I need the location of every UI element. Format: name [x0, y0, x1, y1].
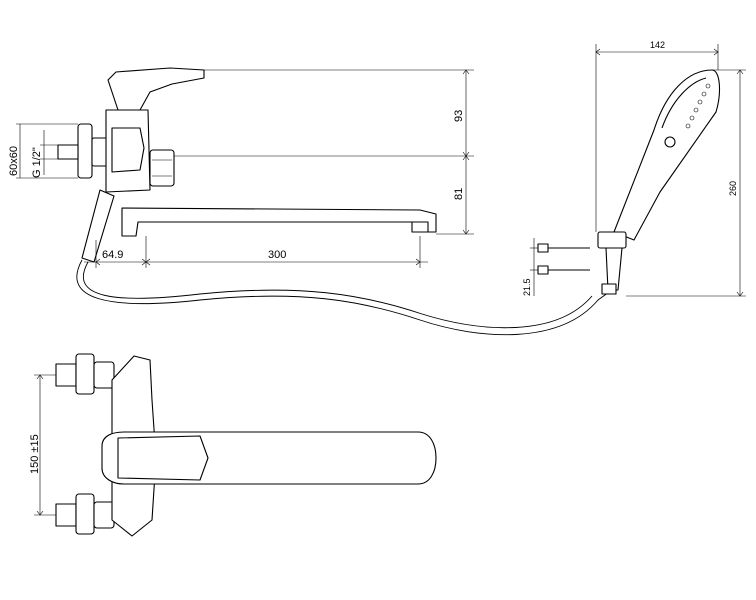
diverter-knob: [149, 149, 175, 187]
dim-shower-width: 142: [650, 40, 665, 50]
top-nut-lower: [93, 501, 115, 529]
shower-hose: [76, 259, 613, 336]
hose-nut: [601, 283, 617, 295]
dim-height-upper: 93: [453, 110, 465, 122]
spout: [121, 207, 437, 237]
dim-connection-square: 60x60: [8, 146, 20, 176]
aerator: [411, 221, 429, 233]
dim-spout-length: 300: [268, 249, 286, 261]
top-inlet-upper: [55, 363, 77, 387]
top-flange-lower: [75, 493, 95, 535]
dim-shower-length: 260: [728, 181, 738, 196]
shower-hose-inner: [82, 261, 593, 329]
inlet-pipe: [57, 144, 79, 160]
top-nut-upper: [93, 361, 115, 389]
shower-handle: [613, 69, 721, 241]
shower-nozzles: [685, 83, 711, 129]
top-dimension-lines: [34, 374, 56, 516]
lever-handle: [107, 67, 205, 111]
hand-shower: [537, 69, 721, 295]
body-detail: [111, 127, 145, 173]
dim-offset: 64.9: [102, 249, 123, 261]
shower-connector: [605, 247, 623, 291]
side-dimension-lines: [16, 69, 474, 268]
top-flange-upper: [75, 353, 95, 395]
mounting-screws: [537, 243, 590, 275]
shower-dimension-lines: [530, 44, 746, 297]
dim-inlet-spacing: 150 ±15: [29, 434, 41, 474]
shower-bracket: [597, 231, 627, 249]
wall-flange: [77, 123, 93, 179]
dim-thread: G 1/2": [31, 147, 43, 178]
shower-head-rim: [661, 77, 707, 129]
top-handle: [117, 435, 209, 481]
top-inlet-lower: [55, 503, 77, 527]
dim-height-lower: 81: [453, 188, 465, 200]
mixer-side-view: [57, 67, 437, 263]
mixer-top-view: [55, 353, 437, 537]
dim-bracket-spacing: 21.5: [522, 278, 532, 296]
shower-button: [664, 136, 676, 148]
